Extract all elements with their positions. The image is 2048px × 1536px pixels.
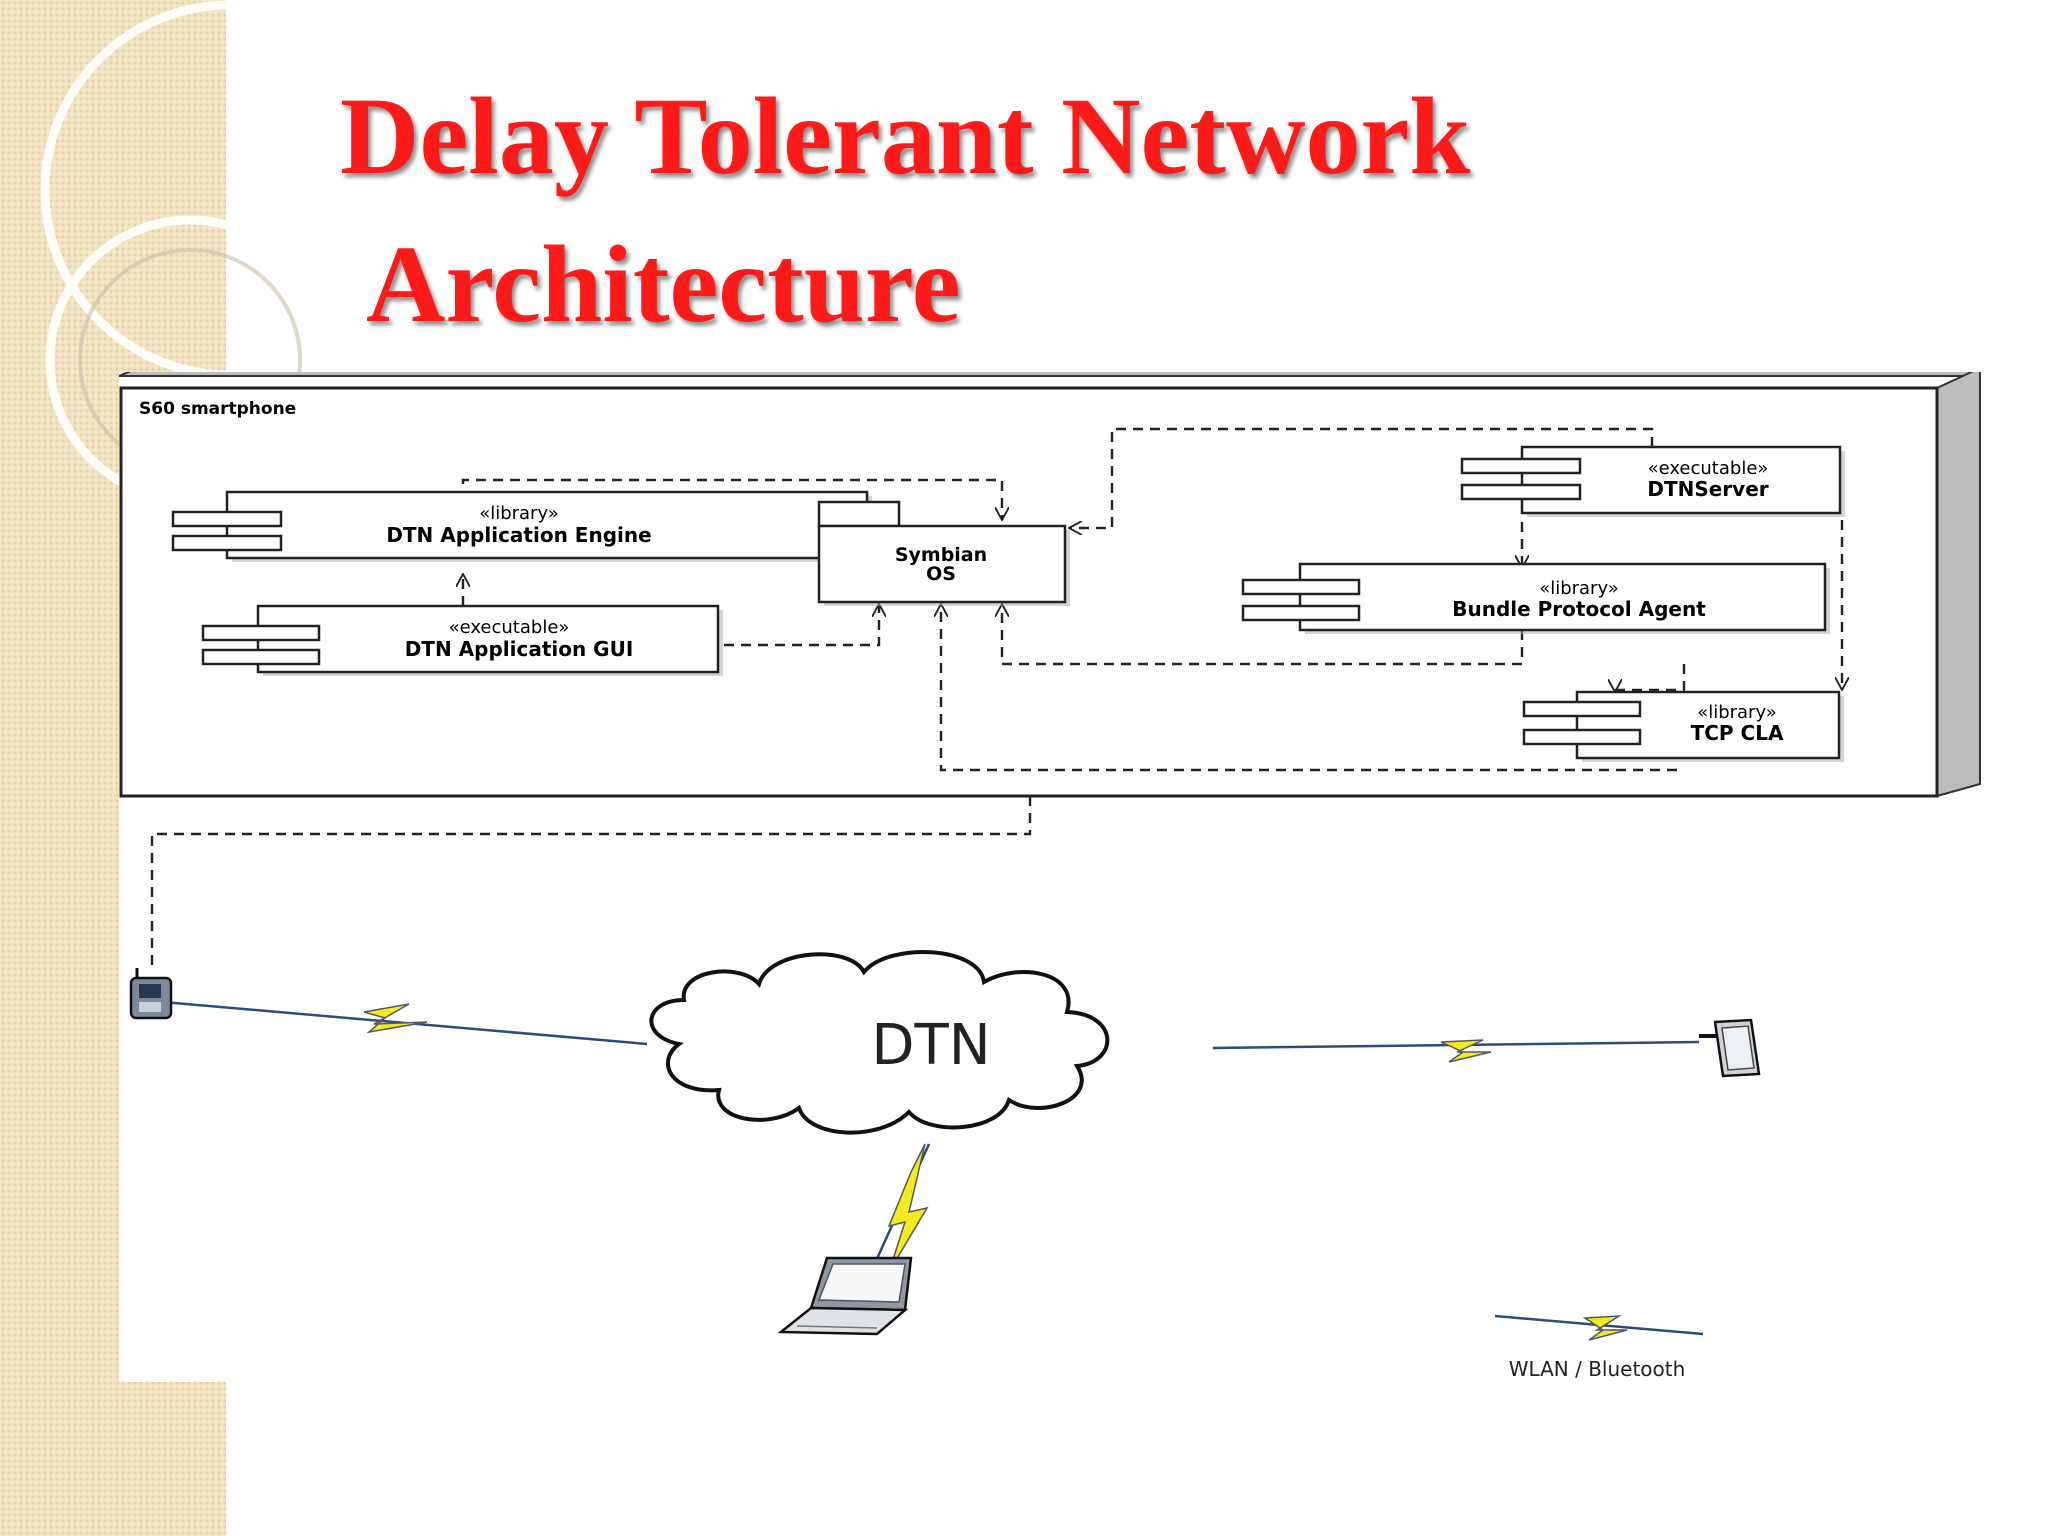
bolt-tablet: [1440, 1039, 1492, 1063]
dep-tcp-symbian: [941, 604, 1677, 772]
gui-name: DTN Application GUI: [405, 637, 634, 661]
bolt-laptop: [887, 1143, 929, 1273]
engine-stereotype: «library»: [479, 503, 559, 524]
title-line-1: Delay Tolerant Network: [340, 75, 1471, 197]
component-dtn-application-gui: «executable» DTN Application GUI: [201, 604, 723, 676]
component-dtnserver: «executable» DTNServer: [1460, 445, 1845, 517]
bpa-name: Bundle Protocol Agent: [1452, 597, 1706, 621]
dep-gui-symbian: [724, 604, 879, 647]
laptop-icon: [777, 1256, 913, 1336]
server-name: DTNServer: [1647, 477, 1768, 501]
dependency-lines: [150, 427, 1842, 972]
dep-bpa-symbian: [1002, 604, 1524, 666]
architecture-diagram: S60 smartphone «library» DTN Application…: [119, 372, 2048, 1382]
server-stereotype: «executable»: [1648, 458, 1769, 479]
dtn-cloud: DTN: [649, 949, 1110, 1135]
legend-label: WLAN / Bluetooth: [1509, 1357, 1686, 1381]
bolt-phone: [363, 1003, 428, 1034]
legend: WLAN / Bluetooth: [1494, 1314, 1704, 1381]
component-bundle-protocol-agent: «library» Bundle Protocol Agent: [1241, 562, 1830, 634]
bpa-stereotype: «library»: [1539, 578, 1619, 599]
phone-icon: [129, 968, 173, 1020]
component-dtn-application-engine: «library» DTN Application Engine: [171, 490, 872, 562]
symbian-name-1: Symbian: [895, 544, 987, 566]
package-symbian-os: Symbian OS: [817, 500, 1070, 606]
cloud-label: DTN: [871, 1013, 990, 1078]
gui-stereotype: «executable»: [449, 617, 570, 638]
diagram-canvas: S60 smartphone «library» DTN Application…: [119, 372, 1981, 1381]
dep-engine-symbian: [461, 478, 1002, 520]
component-tcp-cla: «library» TCP CLA: [1522, 690, 1844, 762]
tcp-stereotype: «library»: [1697, 702, 1777, 723]
tcp-name: TCP CLA: [1691, 721, 1784, 745]
slide-title: Delay Tolerant Network Architecture: [340, 62, 1470, 358]
pda-icon: [1699, 1018, 1761, 1078]
node-label: S60 smartphone: [139, 399, 296, 419]
dep-server-symbian: [1069, 427, 1654, 528]
symbian-name-2: OS: [926, 563, 956, 585]
legend-bolt: [1582, 1315, 1628, 1341]
wireless-links: [162, 1000, 1700, 1273]
engine-name: DTN Application Engine: [386, 523, 651, 547]
title-line-2: Architecture: [366, 223, 961, 345]
dep-node-phone: [150, 796, 1032, 972]
